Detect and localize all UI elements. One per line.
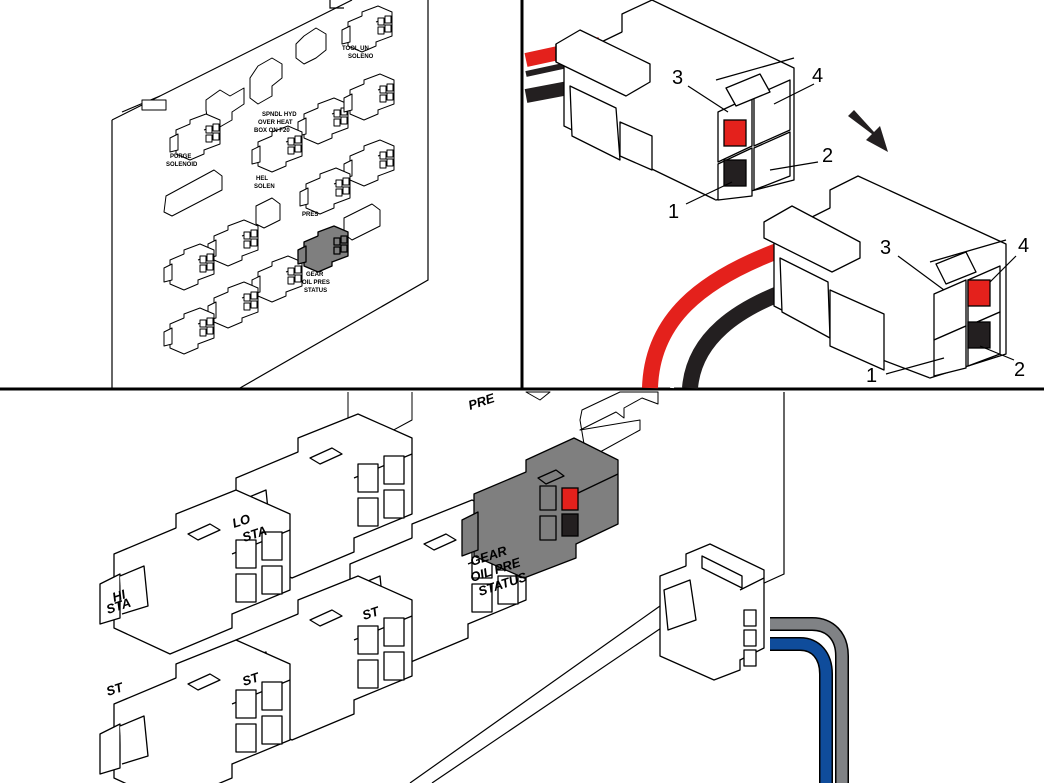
label-st-5: ST xyxy=(104,679,125,699)
blue-wire xyxy=(770,638,832,783)
callout-1-upper: 1 xyxy=(668,201,679,223)
label-sta-1: STA xyxy=(240,523,268,545)
gear-oil-connector-small xyxy=(297,225,349,273)
label-st-3: ST xyxy=(360,603,381,623)
label-purge: PURGE xyxy=(170,154,191,160)
label-purge-solenoid: SOLENOID xyxy=(166,162,198,168)
top-right-panel: 3 4 2 1 3 4 2 1 xyxy=(524,0,1029,390)
label-pres: PRES xyxy=(302,212,318,218)
label-hel: HEL xyxy=(256,176,268,182)
pin-red-bottom xyxy=(561,487,579,511)
callout-1-lower: 1 xyxy=(866,365,877,387)
red-wire-lower xyxy=(642,242,783,389)
gray-wire xyxy=(770,618,848,783)
label-gear-1: GEAR xyxy=(306,272,324,278)
pin-2-black-lower xyxy=(967,321,991,349)
label-spindle-3: BOX ON F20 xyxy=(254,128,290,134)
label-sta-2: STA xyxy=(104,595,132,617)
label-gear-2: OIL PRES xyxy=(302,280,330,286)
label-pres-bottom: PRE xyxy=(466,390,496,413)
pin-1-black-upper xyxy=(723,159,747,187)
callout-3-upper: 3 xyxy=(672,67,683,89)
connector-housing-upper xyxy=(555,0,795,201)
label-lo: LO xyxy=(230,511,252,531)
connector-housing-lower xyxy=(763,175,1007,379)
label-solenoid: SOLENO xyxy=(348,54,374,60)
callout-2-upper: 2 xyxy=(822,145,833,167)
top-left-panel: TOOL UN SOLENO PURGE SOLENOID SPNDL HYD … xyxy=(111,0,429,389)
label-tool-unclamp: TOOL UN xyxy=(342,46,369,52)
pin-black-bottom xyxy=(561,513,579,537)
direction-arrow xyxy=(848,110,888,152)
pin-4-red-lower xyxy=(967,279,991,307)
label-st-4: ST xyxy=(240,669,261,689)
callout-4-upper: 4 xyxy=(812,65,823,87)
mating-plug xyxy=(659,543,765,681)
pin-3-red-upper xyxy=(723,119,747,147)
callout-2-lower: 2 xyxy=(1014,359,1025,381)
label-hi: HI xyxy=(110,586,127,604)
label-spindle-2: OVER HEAT xyxy=(258,120,293,126)
bottom-panel: PRE GEAR OIL PRE STATUS LO STA HI STA ST… xyxy=(99,390,849,783)
label-hel-solenoid: SOLEN xyxy=(254,184,275,190)
label-gear-3: STATUS xyxy=(304,288,327,294)
callout-3-lower: 3 xyxy=(880,237,891,259)
gear-oil-connector-large xyxy=(461,437,619,579)
label-spindle-1: SPNDL HYD xyxy=(262,112,297,118)
callout-4-lower: 4 xyxy=(1018,235,1029,257)
